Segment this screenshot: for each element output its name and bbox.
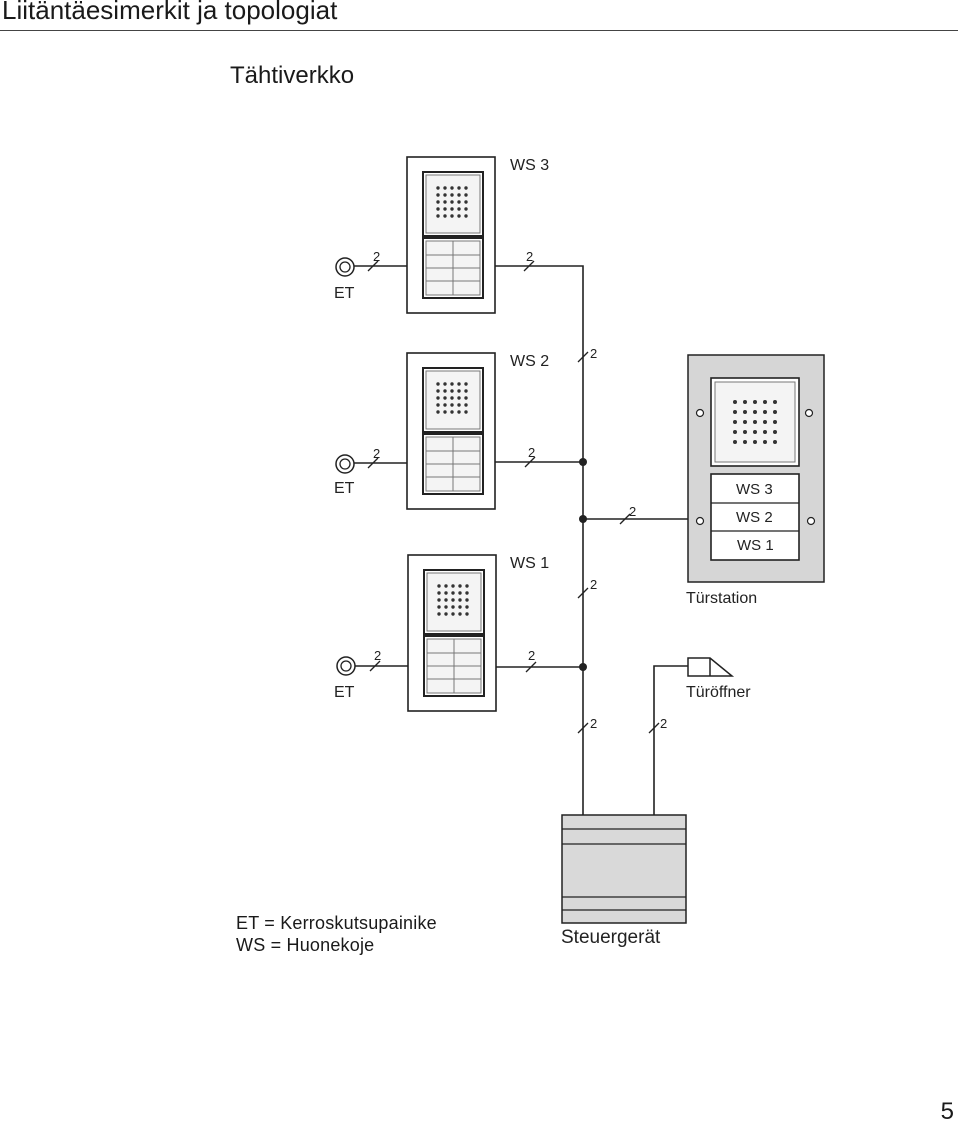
section-title: Tähtiverkko — [230, 62, 355, 89]
wire-count-label: 2 — [374, 648, 381, 663]
wire-count-label: 2 — [590, 346, 597, 361]
floor-call-button-label: ET — [334, 285, 355, 302]
legend-line: WS = Huonekoje — [236, 935, 375, 955]
floor-call-button-label: ET — [334, 684, 355, 701]
junction-dots — [579, 458, 587, 671]
wire-count-label: 2 — [528, 445, 535, 460]
wire-trunk — [484, 265, 584, 815]
wire-count-label: 2 — [526, 249, 533, 264]
wire-count-label: 2 — [373, 249, 380, 264]
door-opener-icon — [687, 657, 735, 677]
door-opener-label: Türöffner — [686, 684, 751, 701]
room-station-ws1 — [407, 554, 497, 712]
page-title: Liitäntäesimerkit ja topologiat — [2, 0, 338, 25]
wire-count-label: 2 — [590, 716, 597, 731]
wire-count-label: 2 — [373, 446, 380, 461]
room-station-label: WS 3 — [510, 157, 549, 174]
legend: ET = Kerroskutsupainike WS = Huonekoje — [236, 912, 437, 956]
wire-door-opener — [653, 665, 688, 815]
controller-unit — [561, 814, 687, 924]
page-number: 5 — [940, 1098, 954, 1125]
title-divider — [0, 30, 958, 31]
floor-call-button-icon — [335, 257, 355, 277]
room-station-ws3 — [406, 156, 496, 314]
wire-count-label: 2 — [660, 716, 667, 731]
legend-line: ET = Kerroskutsupainike — [236, 913, 437, 933]
room-station-label: WS 1 — [510, 555, 549, 572]
door-station-name-tag: WS 2 — [736, 509, 773, 526]
room-station-label: WS 2 — [510, 353, 549, 370]
wire-count-label: 2 — [590, 577, 597, 592]
door-station-name-tag: WS 1 — [737, 537, 774, 554]
door-station-label: Türstation — [686, 590, 757, 607]
controller-label: Steuergerät — [561, 927, 661, 948]
door-station-name-tag: WS 3 — [736, 481, 773, 498]
wire-count-label: 2 — [629, 504, 636, 519]
floor-call-button-label: ET — [334, 480, 355, 497]
floor-call-button-icon — [335, 454, 355, 474]
room-station-ws2 — [406, 352, 496, 510]
floor-call-button-icon — [336, 656, 356, 676]
wire-count-label: 2 — [528, 648, 535, 663]
door-station — [687, 354, 825, 583]
wire-count-labels: 2 2 2 2 2 2 2 2 2 2 2 — [373, 249, 667, 731]
wire-tick-marks — [367, 260, 660, 734]
